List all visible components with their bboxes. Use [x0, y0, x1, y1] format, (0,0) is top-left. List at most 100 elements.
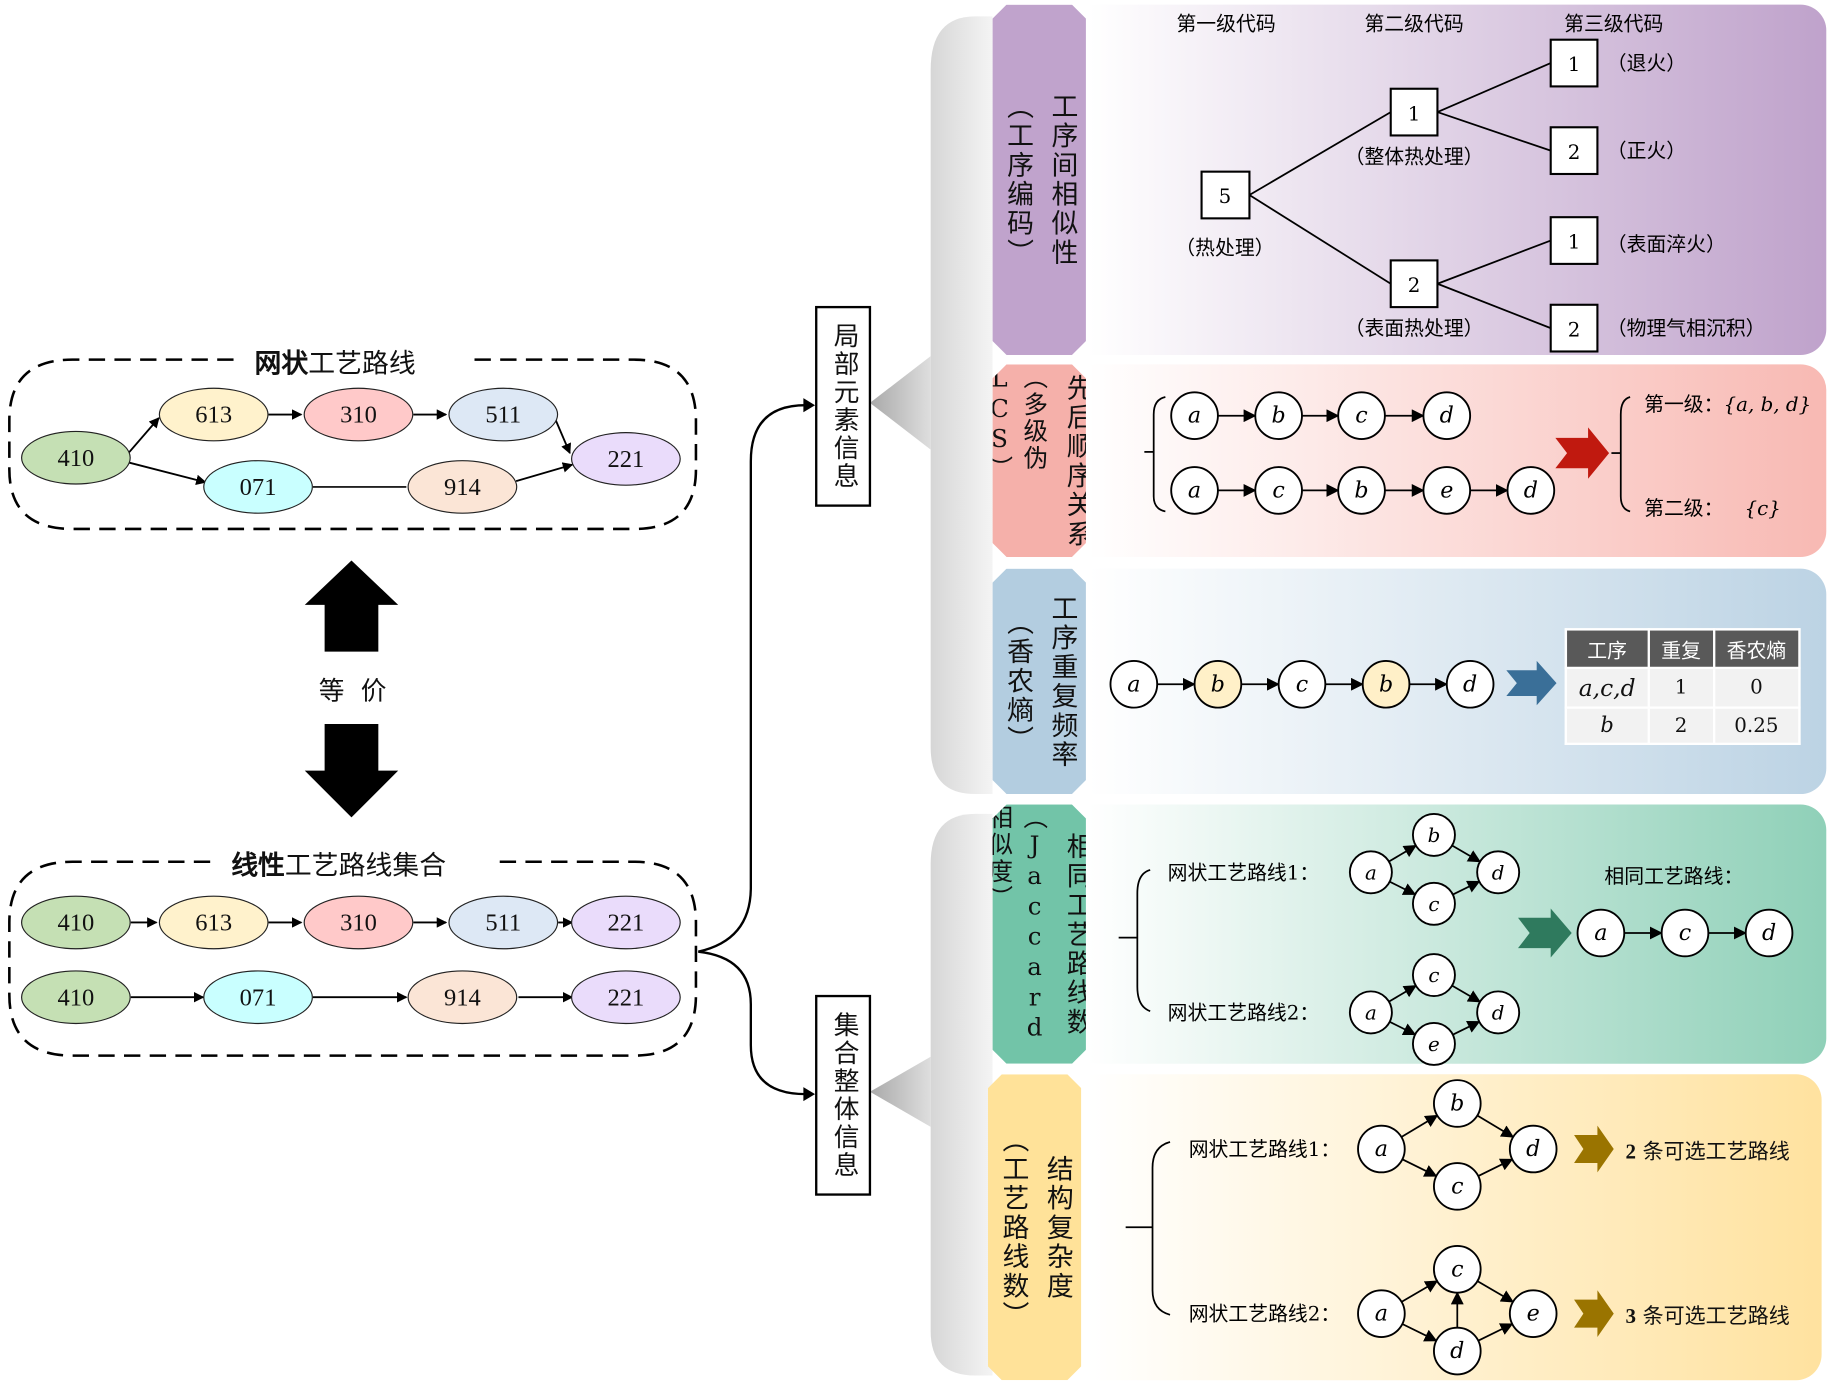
- svg-text:a: a: [1375, 1301, 1388, 1327]
- svg-text:b: b: [1272, 403, 1286, 429]
- code-box-l3-2: [1549, 126, 1599, 176]
- code-l3-1-label: （退火）: [1607, 52, 1686, 75]
- svg-text:a: a: [1188, 477, 1201, 503]
- network-route-title: 网状工艺路线: [245, 340, 426, 381]
- branch-connector-down: [698, 950, 806, 1096]
- network-node-071: 071: [203, 460, 313, 514]
- coding-tab[interactable]: 工序间相似性 （工序编码）: [993, 5, 1086, 355]
- graph-edge: [1388, 984, 1417, 1003]
- linear-route1-node-310: 310: [303, 895, 414, 950]
- svg-text:d: d: [1762, 920, 1776, 946]
- code-box-l2-2: [1389, 259, 1439, 309]
- code-l3-1: 1: [1568, 53, 1581, 76]
- svg-text:d: d: [1524, 477, 1538, 503]
- jaccard-route1-node-b: b: [1411, 812, 1456, 857]
- svg-text:d: d: [1450, 1338, 1464, 1364]
- complexity-route1-node-a: a: [1357, 1124, 1406, 1174]
- result-1-text: 条可选工艺路线: [1635, 1139, 1790, 1165]
- header-level-1: 第一级代码: [1176, 12, 1275, 35]
- network-node-914: 914: [407, 460, 518, 514]
- jaccard-route2-node-a: a: [1348, 990, 1393, 1035]
- complexity-result-2: 3 条可选工艺路线: [1625, 1300, 1789, 1330]
- table-header-repeat: 重复: [1647, 628, 1715, 670]
- svg-text:a: a: [1594, 920, 1607, 946]
- complexity-route2-label: 网状工艺路线2：: [1189, 1303, 1341, 1326]
- graph-edge: [1477, 1323, 1514, 1342]
- jaccard-route1-node-d: d: [1476, 850, 1521, 895]
- complexity-route2-node-e: e: [1508, 1289, 1558, 1338]
- linear-route2-node-071: 071: [203, 970, 313, 1025]
- entropy-seq-node-a: a: [1109, 659, 1159, 709]
- code-l2-1: 1: [1408, 102, 1421, 125]
- complexity-result-1: 2 条可选工艺路线: [1625, 1135, 1789, 1165]
- coding-tree-edges: [1248, 62, 1552, 329]
- jaccard-route1-node-c: c: [1411, 881, 1456, 926]
- complexity-arrow-2-icon: [1574, 1290, 1614, 1338]
- jaccard-route1-label: 网状工艺路线1：: [1168, 861, 1320, 884]
- equivalent-label: 等 价: [318, 677, 387, 707]
- code-root: 5: [1219, 185, 1232, 208]
- linear-route1-node-410: 410: [21, 895, 131, 950]
- lcs-seq2-node-e: e: [1422, 466, 1472, 515]
- complexity-route2-node-a: a: [1357, 1289, 1406, 1338]
- common-route-node-a: a: [1576, 908, 1626, 958]
- svg-text:d: d: [1526, 1136, 1540, 1162]
- header-level-3: 第三级代码: [1564, 12, 1663, 35]
- entropy-seq-node-b: b: [1361, 659, 1411, 709]
- global-info-box[interactable]: 集合整体信息: [815, 994, 872, 1196]
- code-l3-4: 2: [1568, 318, 1581, 341]
- entropy-arrow-icon: [1506, 660, 1557, 706]
- complexity-route1-node-b: b: [1433, 1079, 1482, 1128]
- lcs-seq1-node-c: c: [1337, 391, 1386, 440]
- lcs-seq1-node-b: b: [1254, 391, 1303, 440]
- result-1-count: 2: [1625, 1139, 1636, 1164]
- lcs-tab[interactable]: 先后顺序关系 （多级伪LCS）: [993, 364, 1086, 557]
- jaccard-route1-node-a: a: [1348, 850, 1393, 895]
- entropy-table: 工序 重复 香农熵 a,c,d 1 0 b 2 0.25: [1564, 628, 1801, 745]
- svg-text:c: c: [1679, 920, 1691, 946]
- svg-text:b: b: [1428, 824, 1441, 847]
- svg-text:d: d: [1492, 861, 1505, 884]
- code-l3-4-label: （物理气相沉积）: [1607, 317, 1766, 340]
- complexity-route1-node-d: d: [1508, 1124, 1558, 1174]
- network-node-511: 511: [448, 387, 559, 442]
- complexity-tab[interactable]: 结构复杂度 （工艺路线数）: [988, 1074, 1081, 1380]
- network-node-221: 221: [571, 432, 681, 486]
- entropy-tab[interactable]: 工序重复频率 （香农熵）: [993, 569, 1086, 794]
- svg-text:e: e: [1527, 1301, 1540, 1327]
- lcs-seq2-node-c: c: [1254, 466, 1303, 515]
- svg-text:c: c: [1355, 403, 1367, 429]
- code-box-l2-1: [1389, 87, 1439, 137]
- graph-edge: [1451, 984, 1482, 1003]
- table-row: b 2 0.25: [1564, 706, 1801, 745]
- complexity-route2-node-c: c: [1433, 1245, 1482, 1294]
- graph-edge: [1400, 1114, 1439, 1138]
- complexity-route1-node-c: c: [1433, 1162, 1482, 1211]
- graph-edge: [1388, 844, 1417, 863]
- global-bracket-bg: [930, 813, 993, 1376]
- table-header-process: 工序: [1564, 628, 1650, 670]
- linear-route2-node-914: 914: [407, 970, 518, 1025]
- linear-route1-node-511: 511: [448, 895, 559, 950]
- jaccard-arrow-icon: [1518, 908, 1572, 958]
- code-box-root: [1200, 170, 1251, 220]
- jaccard-route2-node-e: e: [1411, 1021, 1456, 1066]
- lcs-seq2-node-a: a: [1170, 466, 1219, 515]
- complexity-route1-label: 网状工艺路线1：: [1189, 1138, 1341, 1161]
- graph-edge: [1401, 1158, 1438, 1177]
- lcs-seq1-node-d: d: [1422, 391, 1472, 440]
- lcs-result-2: 第二级：{c}: [1644, 497, 1781, 520]
- linear-route1-node-613: 613: [158, 895, 269, 950]
- table-cell: 1: [1647, 666, 1715, 709]
- linear-title-bold: 线性: [231, 850, 285, 882]
- svg-text:a: a: [1127, 671, 1140, 697]
- graph-edge: [1476, 1114, 1515, 1138]
- network-node-310: 310: [303, 387, 414, 442]
- graph-edge: [1452, 1020, 1481, 1036]
- table-cell: a,c,d: [1564, 666, 1650, 709]
- svg-text:a: a: [1365, 1001, 1377, 1024]
- local-info-box[interactable]: 局部元素信息: [815, 305, 872, 507]
